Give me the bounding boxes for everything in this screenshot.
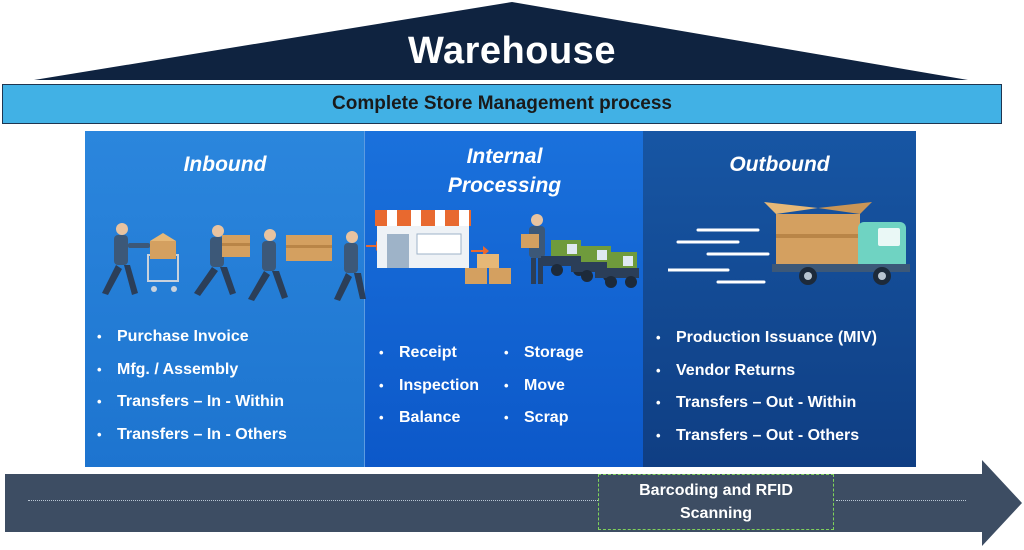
list-item: Transfers – In - Within bbox=[89, 386, 287, 419]
list-item: Mfg. / Assembly bbox=[89, 354, 287, 387]
list-item: Scrap bbox=[496, 402, 584, 435]
delivery-truck-icon bbox=[668, 202, 910, 285]
barcoding-rfid-badge: Barcoding and RFID Scanning bbox=[598, 474, 834, 530]
list-item: Transfers – Out - Others bbox=[648, 420, 877, 453]
page-title: Warehouse bbox=[408, 30, 616, 72]
forklift-trucks-icon bbox=[541, 240, 639, 288]
shop-icon bbox=[375, 210, 639, 288]
dotted-line-left bbox=[28, 500, 598, 501]
list-item: Storage bbox=[496, 337, 584, 370]
list-item: Inspection bbox=[371, 370, 479, 403]
process-flow-arrow bbox=[5, 460, 1022, 546]
badge-line2: Scanning bbox=[679, 505, 752, 522]
inbound-title: Inbound bbox=[183, 153, 267, 176]
list-item: Transfers – In - Others bbox=[89, 419, 287, 452]
inbound-list: Purchase Invoice Mfg. / Assembly Transfe… bbox=[89, 321, 287, 451]
internal-processing-panel: Internal Processing Receipt Inspection B… bbox=[364, 131, 644, 467]
outbound-panel: Outbound Production Issuance (MIV) Vendo… bbox=[643, 131, 916, 467]
list-item: Move bbox=[496, 370, 584, 403]
workers-carrying-boxes-icon bbox=[102, 223, 380, 301]
dotted-line-right bbox=[836, 500, 966, 501]
list-item: Purchase Invoice bbox=[89, 321, 287, 354]
list-item: Balance bbox=[371, 402, 479, 435]
internal-title-line1: Internal bbox=[466, 145, 543, 168]
internal-list-left: Receipt Inspection Balance bbox=[371, 337, 479, 435]
list-item: Vendor Returns bbox=[648, 355, 877, 388]
outbound-list: Production Issuance (MIV) Vendor Returns… bbox=[648, 322, 877, 452]
subtitle-banner: Complete Store Management process bbox=[2, 84, 1002, 124]
list-item: Receipt bbox=[371, 337, 479, 370]
list-item: Transfers – Out - Within bbox=[648, 387, 877, 420]
roof-shape bbox=[34, 2, 968, 80]
badge-line1: Barcoding and RFID bbox=[639, 482, 793, 499]
internal-title-line2: Processing bbox=[447, 174, 562, 197]
inbound-panel: Inbound Purchase Invoice Mfg. / Assembly… bbox=[85, 131, 365, 467]
list-item: Production Issuance (MIV) bbox=[648, 322, 877, 355]
internal-list-right: Storage Move Scrap bbox=[496, 337, 584, 435]
outbound-title: Outbound bbox=[729, 153, 830, 176]
